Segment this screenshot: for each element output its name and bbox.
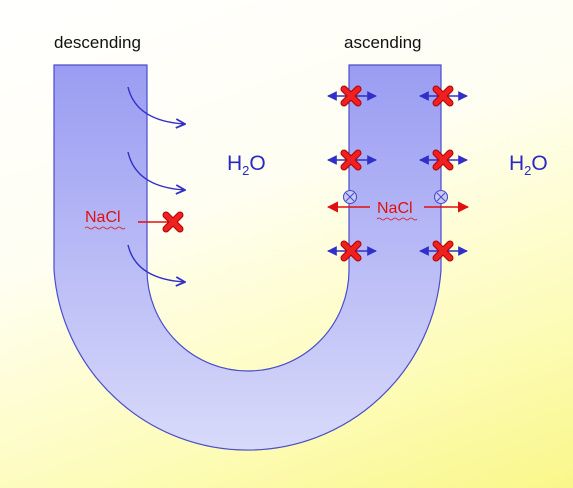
ascending-label: ascending [344, 33, 422, 52]
water-label-middle: H2O [227, 152, 266, 178]
block-x-icon [436, 153, 450, 167]
water-subscript: 2 [524, 163, 531, 178]
water-outflow-arrow-2 [127, 151, 185, 190]
nacl-label-ascending: NaCl [377, 200, 413, 217]
block-x-icon [344, 153, 358, 167]
u-tubule [53, 64, 442, 451]
water-symbol: H [509, 152, 524, 175]
pump-icon [342, 189, 358, 205]
block-x-icon [436, 89, 450, 103]
water-oxygen: O [249, 152, 265, 175]
block-x-icon [344, 89, 358, 103]
nacl-label-descending: NaCl [85, 209, 121, 226]
water-label-right: H2O [509, 152, 548, 178]
water-outflow-arrow-3 [127, 244, 185, 282]
nacl-squiggle-descending [84, 226, 126, 230]
water-oxygen: O [531, 152, 547, 175]
block-x-icon [344, 244, 358, 258]
water-subscript: 2 [242, 163, 249, 178]
pump-icon [433, 189, 449, 205]
descending-label: descending [54, 33, 141, 52]
nacl-squiggle-ascending [376, 217, 418, 221]
water-symbol: H [227, 152, 242, 175]
water-outflow-arrow-1 [127, 86, 185, 124]
block-x-icon [166, 215, 180, 229]
block-x-icon [436, 244, 450, 258]
